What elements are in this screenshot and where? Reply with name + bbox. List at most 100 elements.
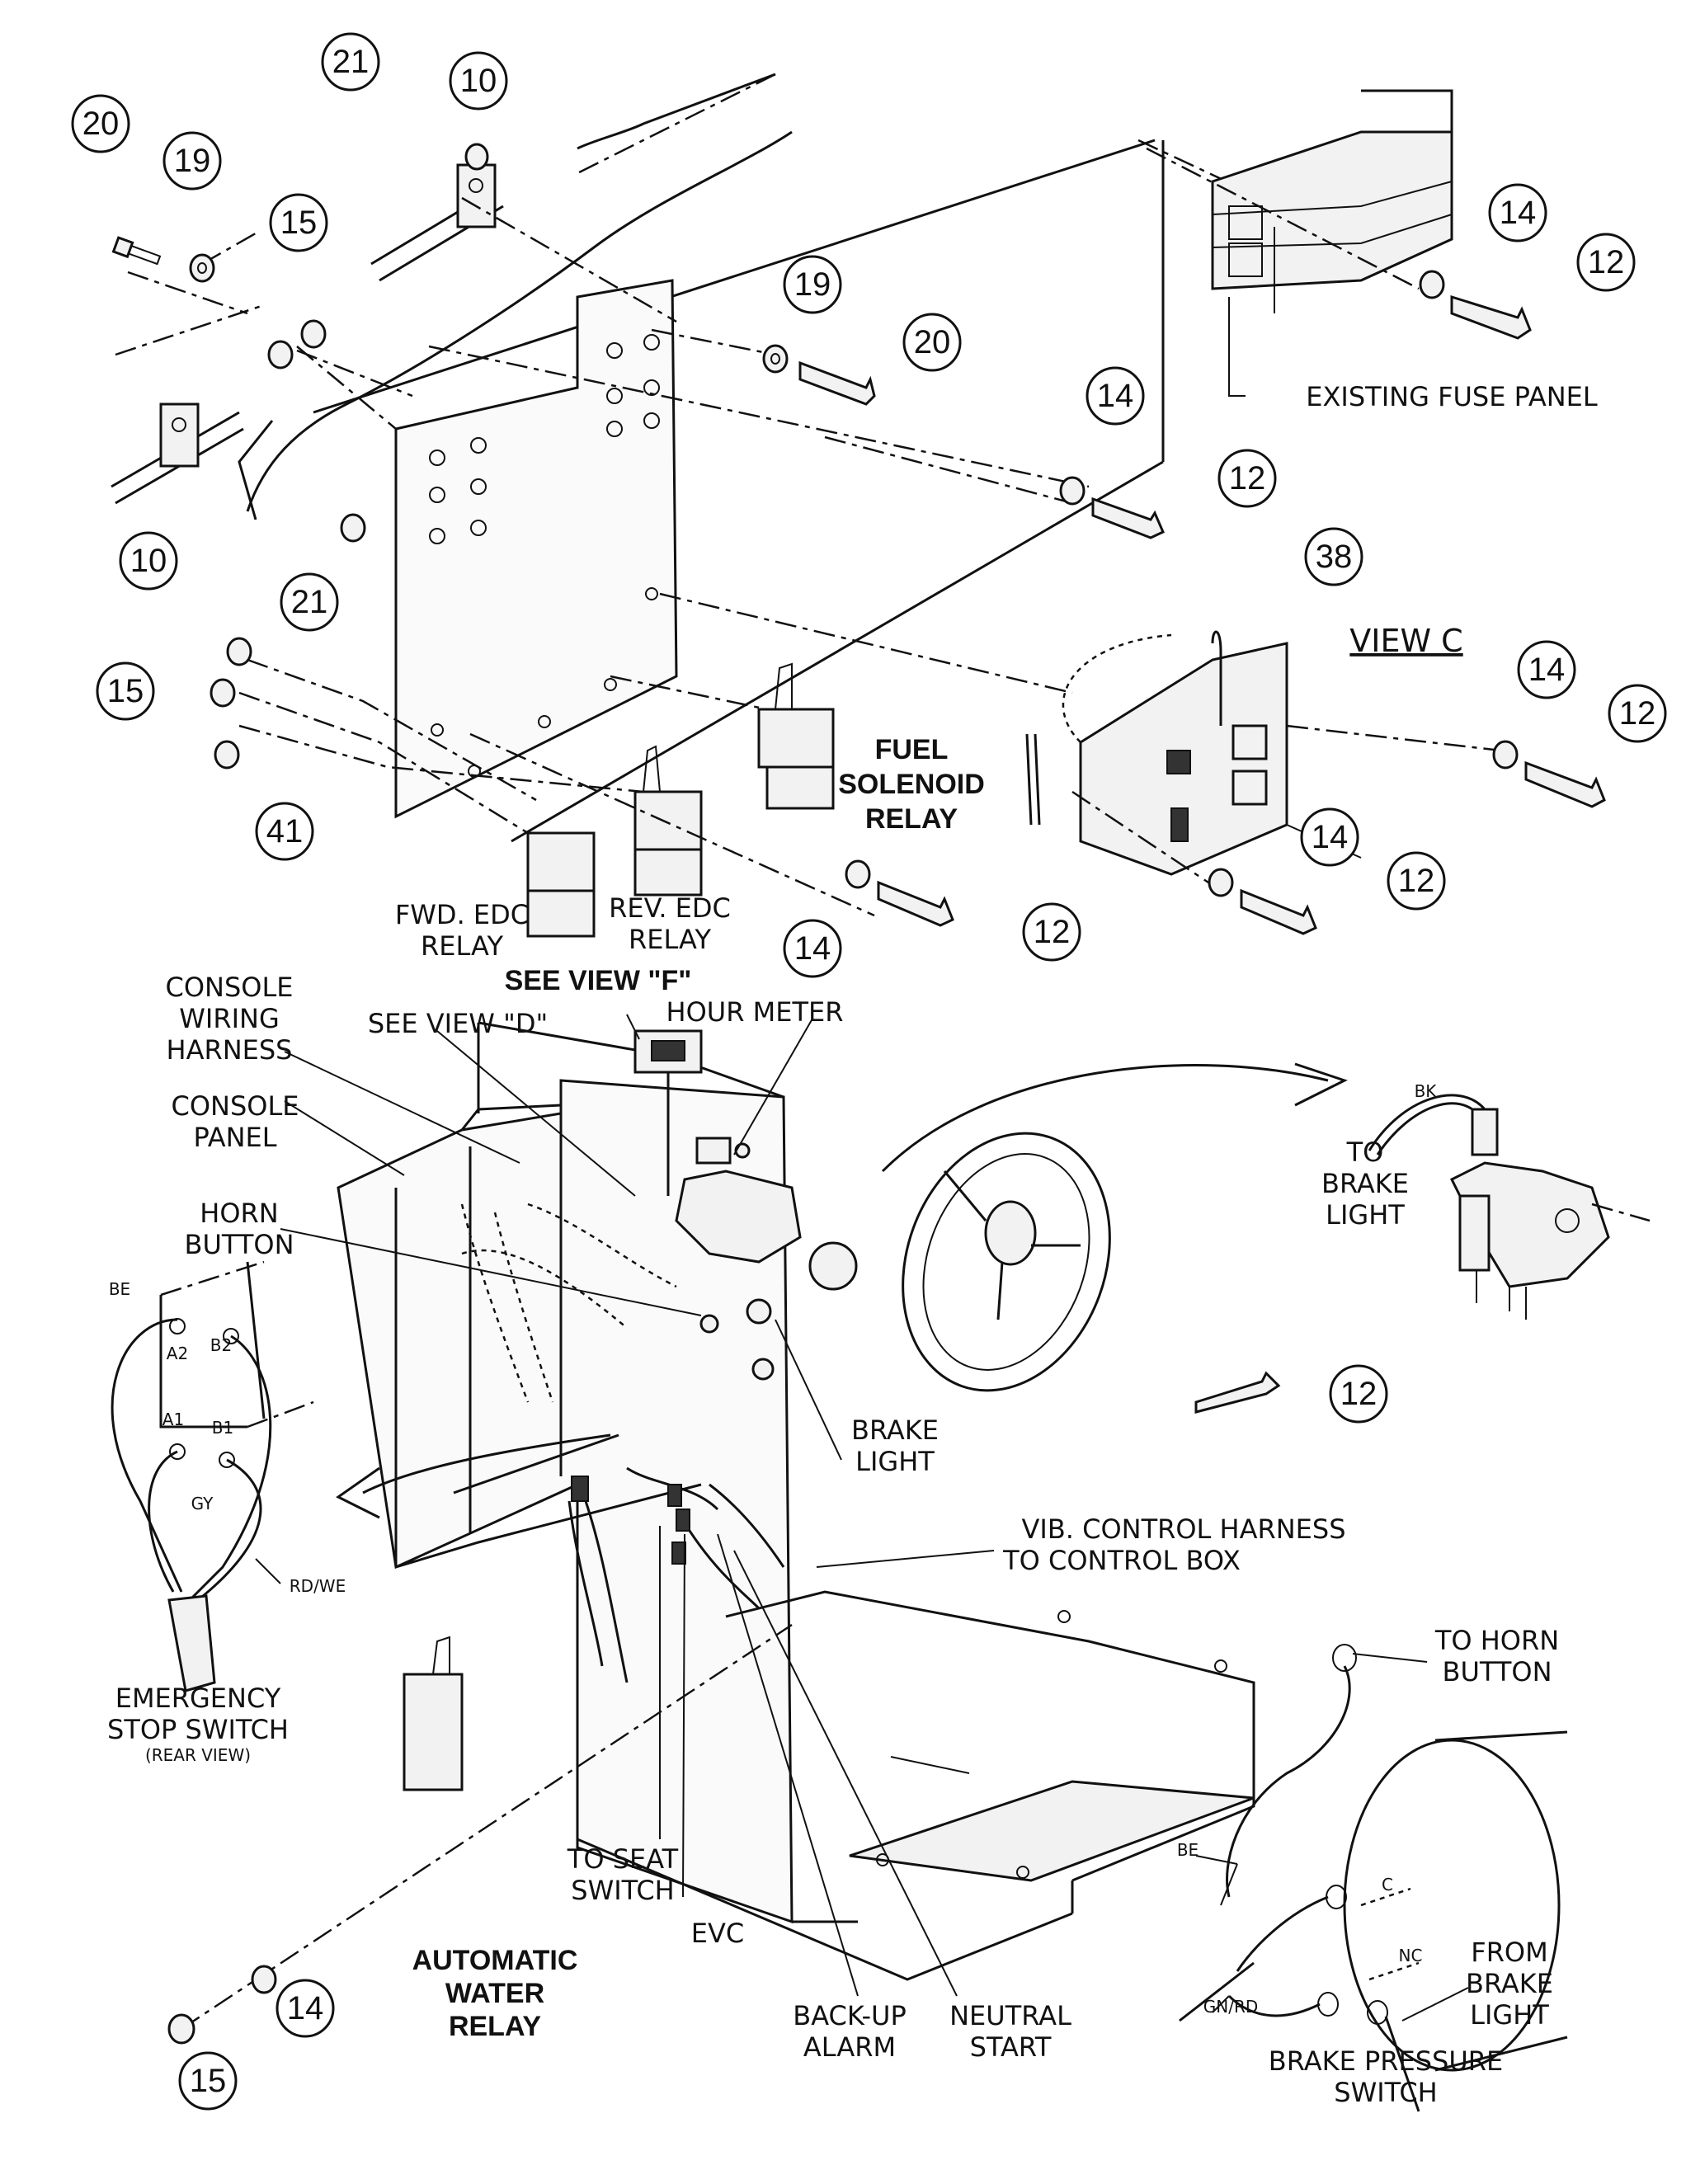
svg-text:BACK-UP: BACK-UP: [793, 2000, 907, 2031]
svg-text:REV. EDC: REV. EDC: [609, 892, 731, 924]
svg-text:19: 19: [174, 143, 211, 179]
console-body: [337, 1021, 1255, 1981]
callout-14-viewc: 14: [1517, 640, 1576, 699]
svg-text:14: 14: [1500, 195, 1537, 231]
screws-top: [111, 143, 1606, 1414]
steering-wheel: [881, 1062, 1348, 1392]
bottom-hardware: [167, 1965, 277, 2045]
label-fwd-edc-relay: FWD. EDC RELAY: [395, 899, 529, 962]
svg-text:21: 21: [332, 44, 370, 80]
label-view-c: VIEW C: [1349, 623, 1462, 659]
clamp-left: [111, 402, 244, 505]
callout-15-bottom: 15: [178, 2051, 238, 2111]
svg-text:NEUTRAL: NEUTRAL: [949, 2000, 1071, 2031]
label-emergency-stop-switch: EMERGENCY STOP SWITCH (REAR VIEW): [107, 1683, 289, 1765]
svg-text:14: 14: [794, 930, 831, 967]
callout-19-mid: 19: [783, 255, 842, 314]
label-a2: A2: [167, 1344, 188, 1363]
fwd-edc-relay: [526, 831, 596, 938]
svg-text:12: 12: [1588, 244, 1625, 280]
svg-text:15: 15: [190, 2063, 227, 2099]
callout-21-left: 21: [280, 572, 339, 632]
label-a1: A1: [162, 1410, 184, 1429]
callout-12-console: 12: [1329, 1364, 1388, 1424]
svg-text:AUTOMATIC: AUTOMATIC: [412, 1945, 578, 1976]
label-to-seat-switch: TO SEAT SWITCH: [567, 1843, 679, 1906]
callout-10-top: 10: [449, 51, 508, 111]
callout-12-fuse: 12: [1576, 233, 1636, 292]
svg-text:15: 15: [107, 673, 144, 709]
svg-text:WIRING: WIRING: [179, 1003, 279, 1034]
label-see-view-d: SEE VIEW "D": [368, 1008, 548, 1039]
label-leaders: [280, 227, 1469, 2022]
callout-14-bottom: 14: [276, 1979, 335, 2038]
label-console-wiring-harness: CONSOLE WIRING HARNESS: [165, 972, 293, 1066]
label-hour-meter: HOUR METER: [666, 996, 844, 1028]
svg-text:SWITCH: SWITCH: [1334, 2077, 1437, 2108]
control-box: [1025, 630, 1288, 876]
callout-14-relay: 14: [783, 919, 842, 978]
svg-text:12: 12: [1619, 695, 1656, 732]
svg-text:21: 21: [291, 584, 328, 620]
svg-text:TO CONTROL BOX: TO CONTROL BOX: [1002, 1545, 1241, 1576]
callout-14-box: 14: [1300, 807, 1359, 867]
svg-text:CONSOLE: CONSOLE: [171, 1090, 299, 1122]
label-c-terminal: C: [1382, 1875, 1393, 1895]
label-b1: B1: [212, 1418, 233, 1438]
label-be-bottom: BE: [1177, 1840, 1199, 1860]
svg-text:41: 41: [266, 813, 304, 850]
label-neutral-start: NEUTRAL START: [949, 2000, 1071, 2063]
svg-text:ALARM: ALARM: [803, 2031, 896, 2063]
callout-10-left: 10: [119, 531, 178, 591]
clamp-top: [370, 163, 504, 282]
svg-text:14: 14: [1312, 819, 1349, 855]
svg-text:20: 20: [914, 324, 951, 360]
svg-text:12: 12: [1034, 914, 1071, 950]
svg-text:STOP SWITCH: STOP SWITCH: [107, 1714, 289, 1745]
callout-20-left: 20: [71, 94, 130, 153]
svg-text:RELAY: RELAY: [449, 2011, 541, 2042]
frame-outline: [238, 73, 1263, 843]
svg-text:20: 20: [82, 106, 120, 142]
label-gn-rd: GN/RD: [1203, 1997, 1259, 2017]
label-rd-we: RD/WE: [290, 1576, 346, 1596]
callout-21-top: 21: [321, 32, 380, 92]
svg-text:SOLENOID: SOLENOID: [838, 769, 985, 800]
svg-text:SWITCH: SWITCH: [571, 1875, 674, 1906]
label-rev-edc-relay: REV. EDC RELAY: [609, 892, 731, 955]
rev-edc-relay: [633, 745, 703, 897]
label-see-view-f: SEE VIEW "F": [505, 965, 692, 996]
label-brake-light: BRAKE LIGHT: [851, 1414, 939, 1477]
svg-text:38: 38: [1316, 539, 1353, 575]
callout-15-left: 15: [96, 661, 155, 721]
svg-text:START: START: [970, 2031, 1052, 2063]
callout-20-mid: 20: [902, 313, 962, 372]
label-from-brake-light: FROM BRAKE LIGHT: [1466, 1937, 1553, 2031]
svg-text:FUEL: FUEL: [875, 734, 949, 765]
label-to-horn-button: TO HORN BUTTON: [1434, 1625, 1559, 1687]
label-to-brake-light: TO BRAKE LIGHT: [1321, 1137, 1409, 1231]
svg-text:(REAR VIEW): (REAR VIEW): [145, 1745, 251, 1765]
svg-text:CONSOLE: CONSOLE: [165, 972, 293, 1003]
callout-12-relay: 12: [1022, 902, 1081, 962]
svg-text:LIGHT: LIGHT: [1326, 1199, 1405, 1231]
label-vib-control-harness: VIB. CONTROL HARNESS TO CONTROL BOX: [1002, 1513, 1345, 1576]
label-nc-terminal: NC: [1399, 1946, 1423, 1965]
callout-38: 38: [1304, 527, 1363, 586]
svg-text:12: 12: [1229, 460, 1266, 497]
label-evc: EVC: [691, 1918, 744, 1949]
svg-text:VIB. CONTROL HARNESS: VIB. CONTROL HARNESS: [1021, 1513, 1345, 1545]
leaders-top: [115, 147, 1502, 917]
svg-text:RELAY: RELAY: [629, 924, 711, 955]
brake-pressure-switch: [1179, 1644, 1568, 2112]
label-horn-button: HORN BUTTON: [184, 1198, 294, 1260]
svg-text:EMERGENCY: EMERGENCY: [115, 1683, 281, 1714]
label-back-up-alarm: BACK-UP ALARM: [793, 2000, 907, 2063]
callout-14-mid: 14: [1086, 366, 1145, 426]
console-harness: [460, 1203, 785, 1683]
callout-12-viewc: 12: [1608, 684, 1667, 743]
svg-text:LIGHT: LIGHT: [855, 1446, 935, 1477]
callout-14-fuse: 14: [1488, 183, 1547, 242]
label-be-top: BE: [109, 1279, 130, 1299]
svg-text:FROM: FROM: [1471, 1937, 1547, 1968]
